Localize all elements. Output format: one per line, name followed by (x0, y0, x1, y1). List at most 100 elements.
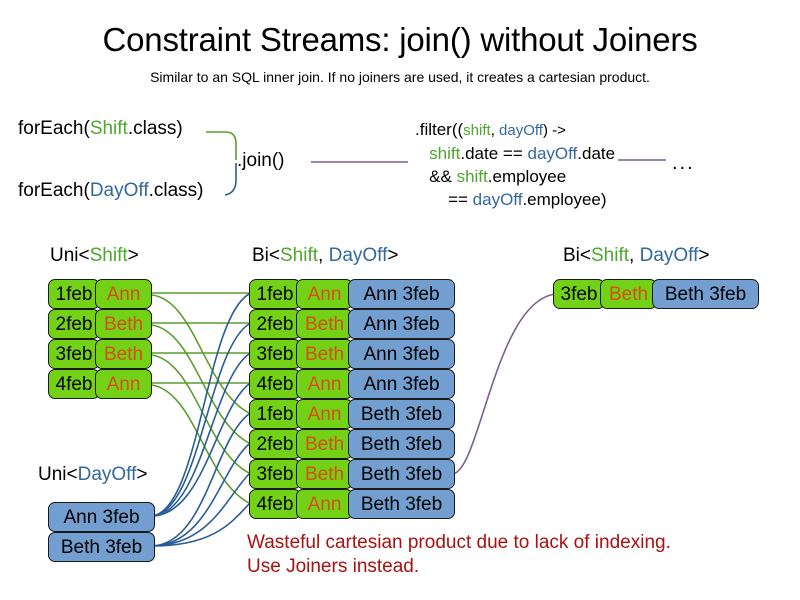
code-filter-line-3: && shift.employee (415, 165, 615, 188)
code-filter-call: .filter((shift, dayOff) -> shift.date ==… (415, 118, 615, 211)
code-foreach-dayoff-suffix: .class) (148, 180, 204, 201)
fact-employee: Beth (296, 429, 353, 459)
header-bi-middle-pre: Bi< (252, 245, 280, 266)
fact-dayoff-pair: Ann 3feb (348, 369, 455, 399)
page-subtitle: Similar to an SQL inner join. If no join… (150, 69, 650, 85)
header-uni-shift-type: Shift (89, 245, 128, 266)
fact-dayoff-pair: Beth 3feb (348, 459, 455, 489)
header-bi-right-type-b: DayOff (639, 245, 699, 266)
dayoff-fact-row: Ann 3feb (48, 502, 155, 532)
code-expr4-dayoff: dayOff (472, 190, 523, 209)
code-filter-line-1: .filter((shift, dayOff) -> (415, 118, 615, 142)
fact-dayoff-pair: Beth 3feb (652, 279, 759, 309)
warning-line-2: Use Joiners instead. (247, 556, 420, 577)
fact-employee: Ann (296, 369, 353, 399)
dayoff-fact-row: Beth 3feb (48, 532, 155, 562)
header-bi-right-type-a: Shift (591, 245, 630, 266)
code-param-shift: shift (463, 122, 491, 139)
code-ellipsis: ... (672, 152, 695, 174)
code-type-dayoff: DayOff (89, 180, 149, 201)
fact-date: 1feb (48, 279, 100, 309)
warning-line-1: Wasteful cartesian product due to lack o… (247, 532, 671, 553)
code-filter-line-4: == dayOff.employee) (415, 188, 615, 211)
header-bi-middle-type-a: Shift (280, 245, 319, 266)
header-bi-right-post: > (698, 245, 710, 266)
fact-dayoff-pair: Beth 3feb (348, 489, 455, 519)
fact-employee: Beth (95, 339, 152, 369)
header-bi-middle-post: > (387, 245, 399, 266)
code-foreach-shift: forEach(Shift.class) (18, 118, 183, 140)
fact-date: 3feb (249, 459, 301, 489)
header-bi-right-pre: Bi< (563, 245, 591, 266)
header-bi-right: Bi<Shift, DayOff> (563, 245, 709, 267)
code-type-shift: Shift (89, 118, 128, 139)
fact-date: 1feb (249, 279, 301, 309)
fact-employee: Beth (600, 279, 657, 309)
fact-date: 3feb (249, 339, 301, 369)
header-uni-dayoff-post: > (136, 464, 148, 485)
header-bi-right-sep: , (629, 245, 640, 266)
code-expr3-b: .employee (487, 167, 567, 186)
header-bi-middle: Bi<Shift, DayOff> (252, 245, 398, 267)
code-expr2-shift: shift (429, 144, 461, 163)
header-uni-dayoff-pre: Uni< (38, 464, 78, 485)
header-bi-middle-type-b: DayOff (328, 245, 388, 266)
fact-date: 2feb (48, 309, 100, 339)
fact-employee: Ann (95, 279, 152, 309)
header-uni-dayoff-type: DayOff (77, 464, 137, 485)
fact-date: 1feb (249, 399, 301, 429)
code-filter-arrow: ) -> (542, 122, 566, 139)
fact-employee: Ann (95, 369, 152, 399)
code-expr4-a: == (448, 190, 473, 209)
header-bi-middle-sep: , (318, 245, 329, 266)
fact-date: 4feb (249, 489, 301, 519)
fact-employee: Beth (296, 339, 353, 369)
fact-dayoff-pair: Ann 3feb (48, 502, 155, 532)
header-uni-shift-pre: Uni< (50, 245, 90, 266)
fact-employee: Ann (296, 489, 353, 519)
header-uni-shift: Uni<Shift> (50, 245, 139, 267)
fact-date: 3feb (553, 279, 605, 309)
page-title: Constraint Streams: join() without Joine… (102, 21, 698, 58)
code-expr2-a: .date == (460, 144, 528, 163)
code-expr4-b: .employee) (522, 190, 607, 209)
header-uni-dayoff: Uni<DayOff> (38, 464, 148, 486)
code-expr2-dayoff: dayOff (527, 144, 578, 163)
fact-dayoff-pair: Ann 3feb (348, 279, 455, 309)
warning-note: Wasteful cartesian product due to lack o… (247, 531, 671, 579)
code-expr3-and: && (429, 167, 457, 186)
fact-employee: Ann (296, 279, 353, 309)
fact-date: 2feb (249, 429, 301, 459)
fact-date: 2feb (249, 309, 301, 339)
fact-dayoff-pair: Beth 3feb (348, 429, 455, 459)
code-foreach-dayoff: forEach(DayOff.class) (18, 180, 204, 202)
code-join-call: .join() (237, 150, 285, 171)
code-param-comma: , (490, 122, 500, 139)
fact-dayoff-pair: Ann 3feb (348, 339, 455, 369)
code-param-dayoff: dayOff (499, 122, 543, 139)
fact-employee: Beth (296, 459, 353, 489)
code-foreach-shift-suffix: .class) (127, 118, 183, 139)
fact-date: 3feb (48, 339, 100, 369)
fact-dayoff-pair: Ann 3feb (348, 309, 455, 339)
fact-dayoff-pair: Beth 3feb (48, 532, 155, 562)
fact-employee: Ann (296, 399, 353, 429)
code-filter-line-2: shift.date == dayOff.date (415, 142, 615, 165)
fact-dayoff-pair: Beth 3feb (348, 399, 455, 429)
fact-employee: Beth (296, 309, 353, 339)
code-filter-open: .filter(( (415, 120, 464, 139)
fact-employee: Beth (95, 309, 152, 339)
code-expr3-shift: shift (456, 167, 488, 186)
